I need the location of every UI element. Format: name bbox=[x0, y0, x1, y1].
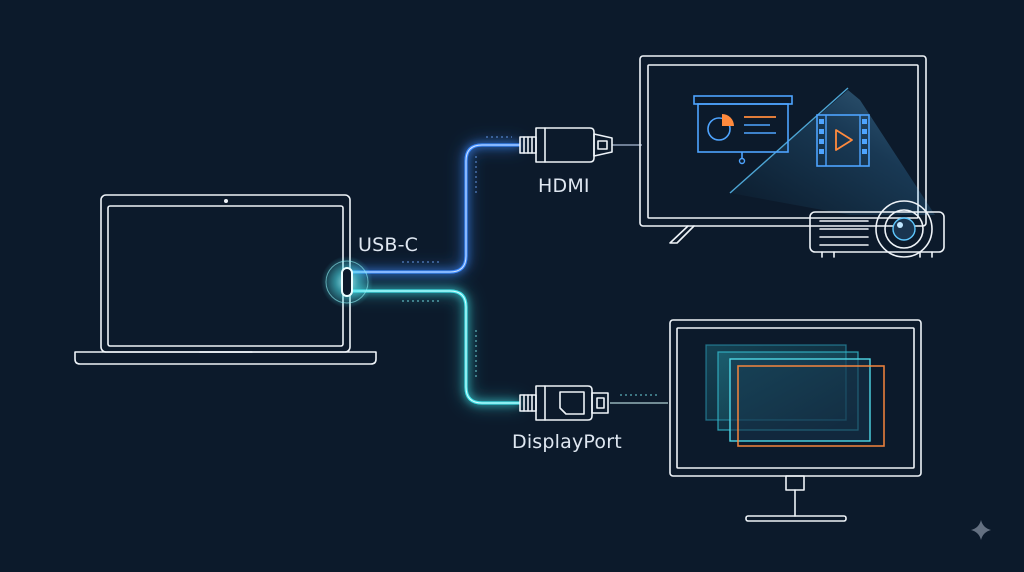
video-play-icon bbox=[816, 114, 870, 167]
projector-icon bbox=[809, 200, 945, 258]
presentation-board-icon bbox=[693, 95, 793, 165]
tv-icon bbox=[639, 55, 935, 244]
usb-c-port-icon bbox=[321, 256, 373, 308]
displayport-connector-icon bbox=[519, 385, 609, 421]
monitor-icon bbox=[669, 319, 922, 522]
usb-c-label: USB-C bbox=[358, 234, 419, 256]
sparkle-icon bbox=[971, 520, 991, 540]
displayport-cable bbox=[350, 286, 668, 408]
displayport-label: DisplayPort bbox=[512, 431, 622, 453]
hdmi-cable bbox=[350, 136, 642, 277]
hdmi-connector-icon bbox=[519, 127, 613, 163]
hdmi-label: HDMI bbox=[538, 175, 590, 197]
